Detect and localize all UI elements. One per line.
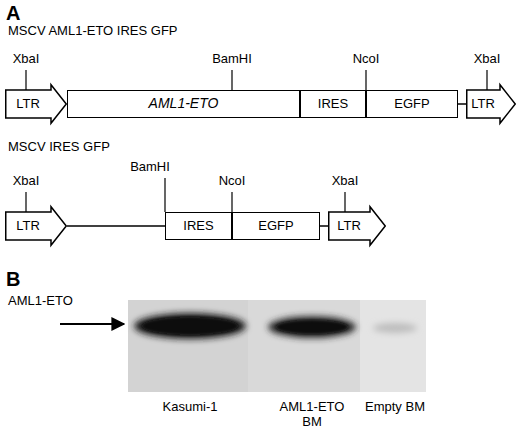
site-tick (344, 192, 345, 212)
restriction-site: NcoI (219, 174, 246, 189)
ltr-arrow: LTR (5, 84, 67, 124)
gene-box: AML1-ETO (67, 90, 300, 118)
blot-shade (360, 300, 426, 392)
band-label: AML1-ETO (8, 294, 73, 309)
backbone-line (320, 225, 328, 227)
node-label: LTR (471, 97, 495, 111)
backbone-line (458, 103, 466, 105)
node-label: AML1-ETO (149, 96, 219, 111)
ltr-arrow: LTR (466, 84, 516, 124)
ltr-outline (329, 207, 386, 246)
egfp-box: EGFP (232, 212, 320, 240)
ltr-arrow: LTR (5, 206, 67, 246)
site-tick (231, 70, 232, 90)
node-label: LTR (16, 97, 40, 111)
site-tick (25, 192, 26, 212)
restriction-site: XbaI (13, 52, 40, 67)
protein-band (276, 320, 348, 334)
node-label: EGFP (394, 97, 429, 111)
ltr-outline (6, 207, 67, 246)
lane-label: Empty BM (365, 400, 425, 415)
faint-band (373, 323, 417, 333)
protein-band (142, 317, 238, 335)
blot-membrane (128, 300, 426, 392)
egfp-box: EGFP (366, 90, 458, 118)
node-label: LTR (16, 219, 40, 233)
restriction-site: NcoI (353, 52, 380, 67)
construct-title: MSCV AML1-ETO IRES GFP (8, 24, 178, 39)
ltr-outline (6, 85, 67, 124)
restriction-site: XbaI (13, 174, 40, 189)
restriction-site: XbaI (474, 52, 501, 67)
node-label: EGFP (258, 219, 293, 233)
band-arrow (60, 323, 124, 325)
ires-box: IRES (300, 90, 366, 118)
restriction-site: BamHI (212, 52, 252, 67)
node-label: IRES (318, 97, 348, 111)
lane-label: Kasumi-1 (163, 400, 218, 415)
protein-band (268, 316, 356, 338)
site-tick (164, 178, 165, 212)
node-label: LTR (337, 219, 361, 233)
restriction-site: BamHI (130, 160, 170, 175)
ltr-arrow: LTR (328, 206, 386, 246)
lane-label: AML1-ETO BM (272, 400, 352, 430)
backbone-line (67, 225, 165, 227)
site-tick (486, 70, 487, 90)
site-tick (365, 70, 366, 90)
ltr-outline (467, 85, 516, 124)
site-tick (231, 192, 232, 212)
restriction-site: XbaI (332, 174, 359, 189)
panel-letter: A (6, 2, 20, 25)
ires-box: IRES (165, 212, 232, 240)
western-blot (128, 300, 426, 392)
panel-letter: B (6, 268, 20, 291)
blot-shade (128, 300, 248, 392)
protein-band (134, 313, 246, 339)
site-tick (25, 70, 26, 90)
construct-title: MSCV IRES GFP (8, 140, 110, 155)
node-label: IRES (183, 219, 213, 233)
